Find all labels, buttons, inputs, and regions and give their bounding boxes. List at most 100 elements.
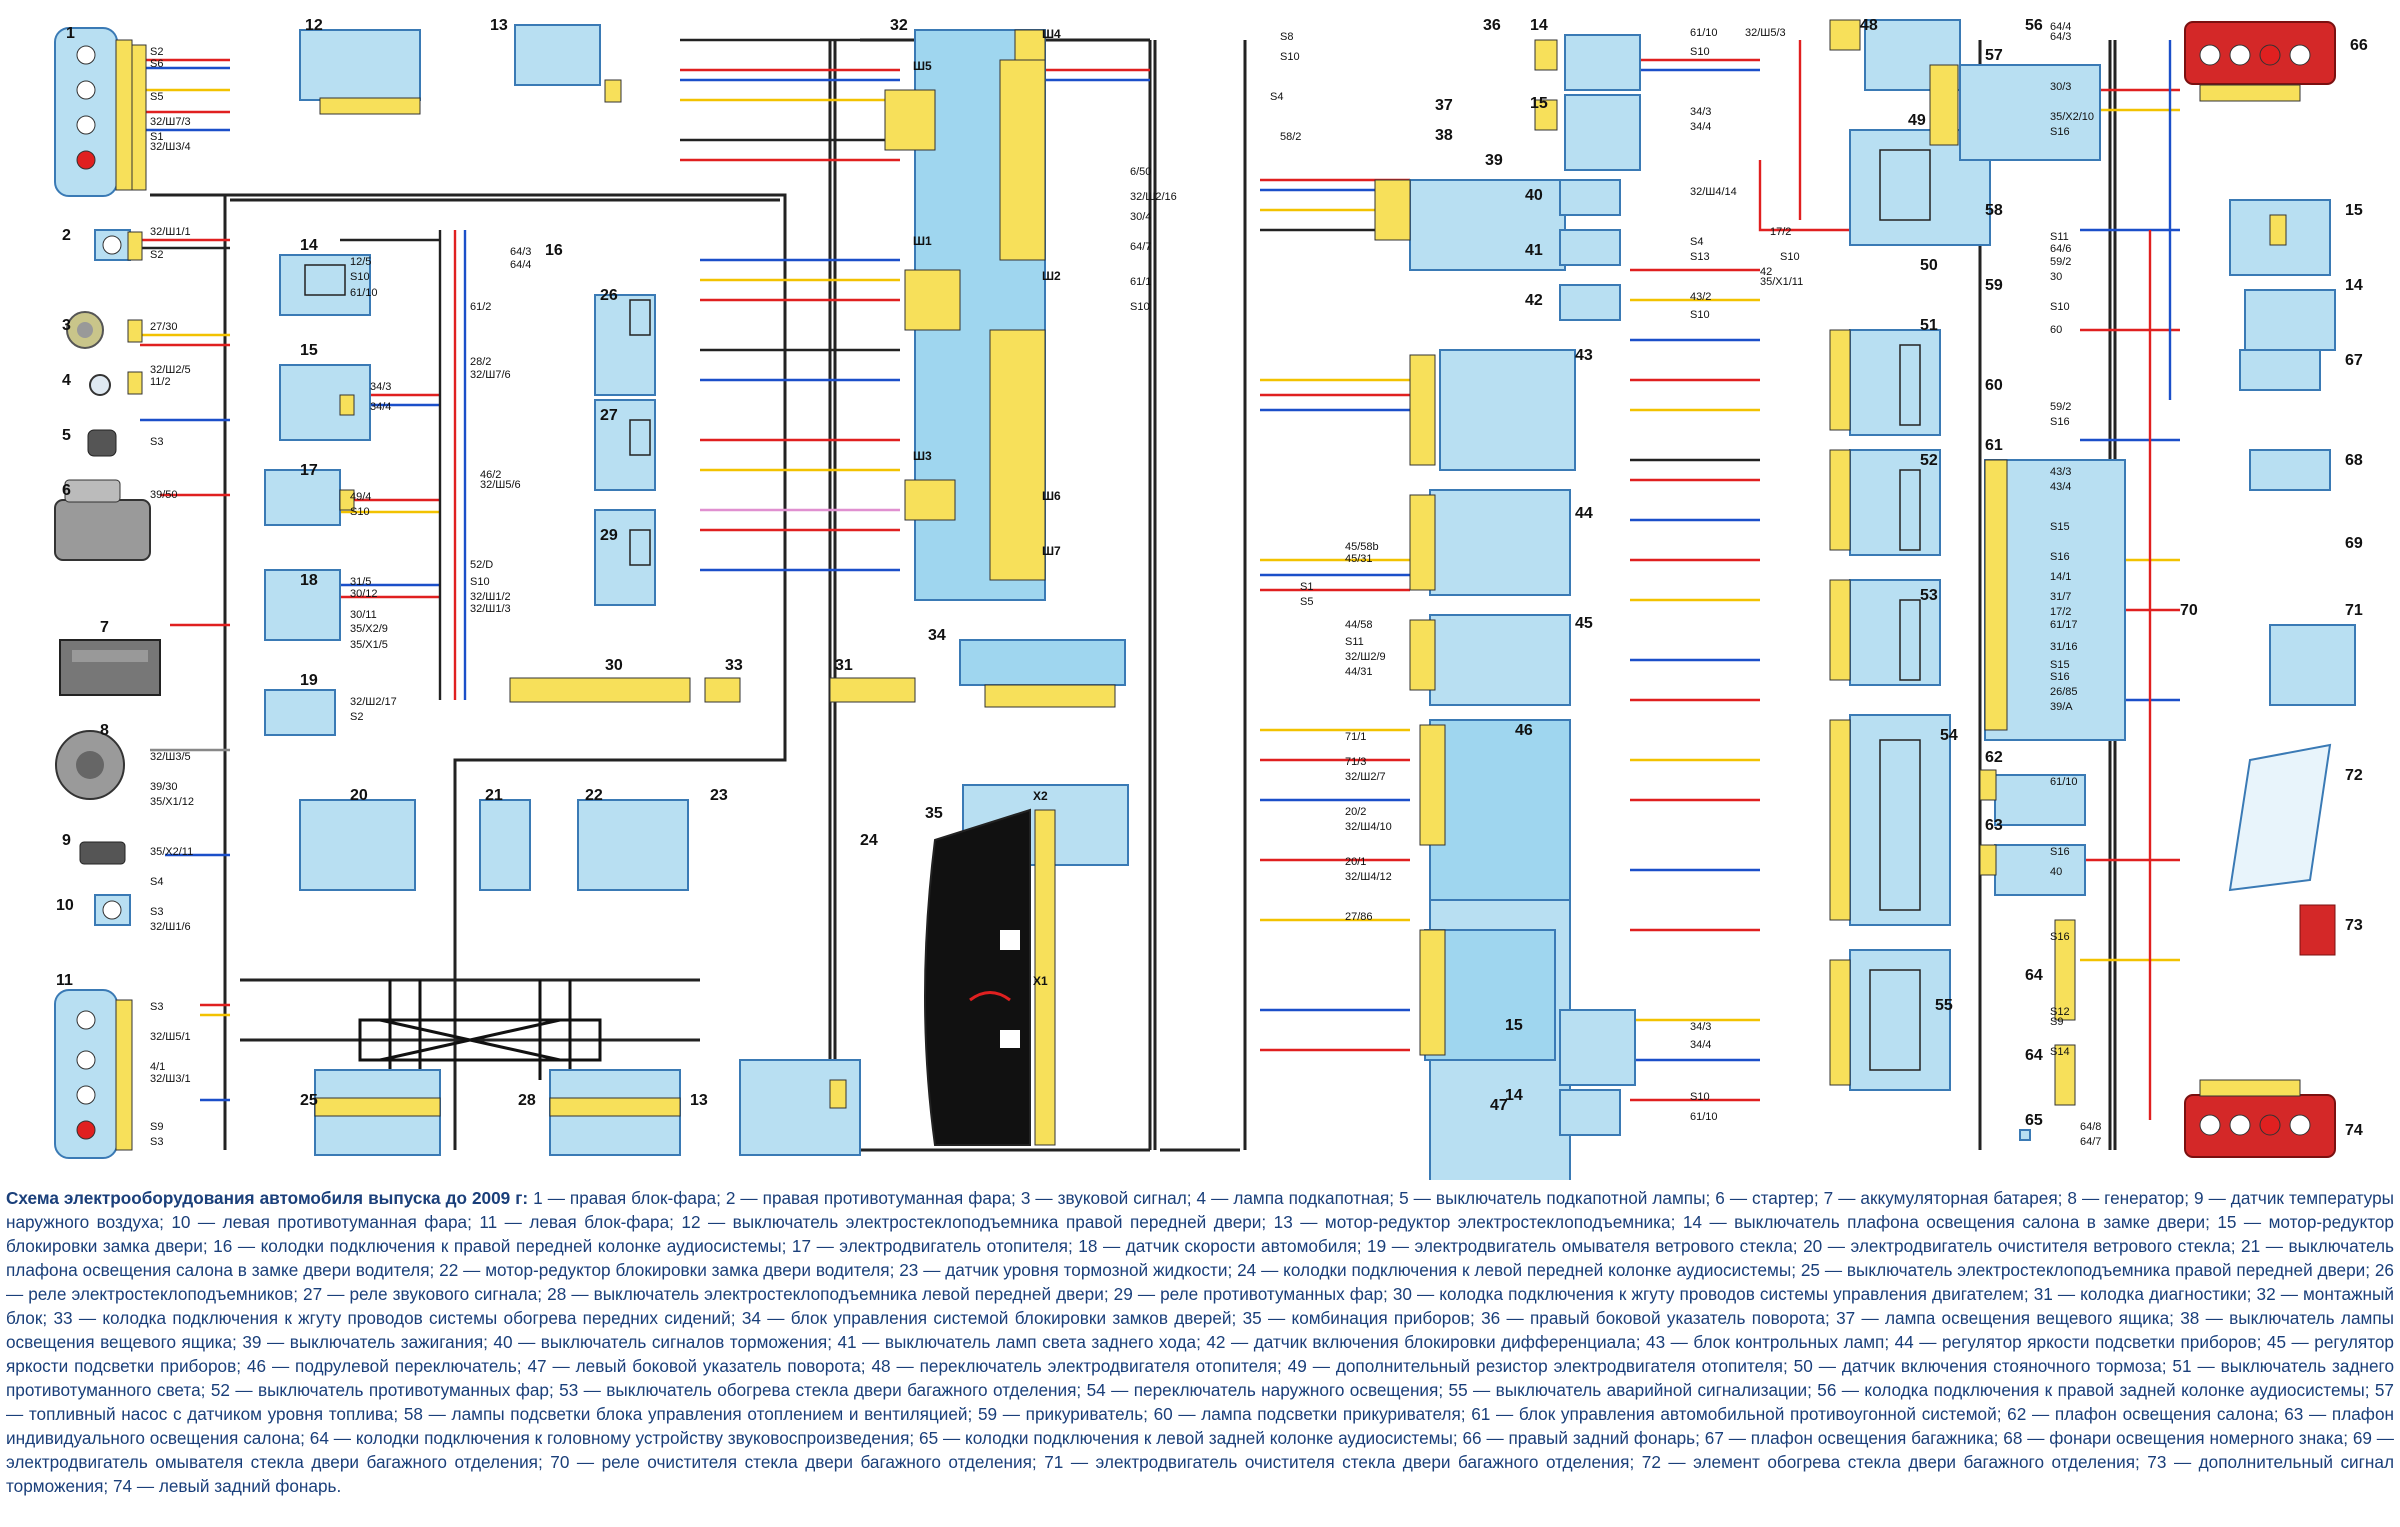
svg-text:X1: X1 xyxy=(1033,974,1048,988)
svg-text:45/31: 45/31 xyxy=(1345,553,1373,565)
svg-text:30: 30 xyxy=(2050,271,2062,283)
svg-text:49/4: 49/4 xyxy=(350,491,371,503)
svg-text:71/3: 71/3 xyxy=(1345,756,1366,768)
svg-text:67: 67 xyxy=(2345,352,2363,369)
svg-text:S15: S15 xyxy=(2050,521,2070,533)
svg-text:35/Х1/5: 35/Х1/5 xyxy=(350,639,388,651)
caption-text: 1 — правая блок-фара; 2 — правая противо… xyxy=(6,1188,2394,1496)
svg-text:S10: S10 xyxy=(1690,1091,1710,1103)
svg-text:20/2: 20/2 xyxy=(1345,806,1366,818)
svg-text:14/1: 14/1 xyxy=(2050,571,2071,583)
svg-text:S4: S4 xyxy=(1690,236,1703,248)
svg-text:S4: S4 xyxy=(1270,91,1283,103)
svg-text:X2: X2 xyxy=(1033,789,1048,803)
svg-text:14: 14 xyxy=(300,237,318,254)
svg-text:50: 50 xyxy=(1920,257,1938,274)
svg-text:S11: S11 xyxy=(2050,231,2069,243)
svg-text:25: 25 xyxy=(300,1092,318,1109)
svg-text:39/A: 39/A xyxy=(2050,701,2073,713)
svg-text:S16: S16 xyxy=(2050,846,2070,858)
svg-text:64/8: 64/8 xyxy=(2080,1121,2101,1133)
svg-text:74: 74 xyxy=(2345,1122,2363,1139)
svg-text:35/Х2/10: 35/Х2/10 xyxy=(2050,111,2094,123)
svg-text:14: 14 xyxy=(1530,17,1548,34)
svg-text:33: 33 xyxy=(725,657,743,674)
svg-text:20/1: 20/1 xyxy=(1345,856,1366,868)
svg-text:S16: S16 xyxy=(2050,416,2070,428)
svg-text:58: 58 xyxy=(1985,202,2003,219)
svg-text:3: 3 xyxy=(62,317,71,334)
svg-text:62: 62 xyxy=(1985,749,2003,766)
component-7-battery xyxy=(59,639,161,696)
svg-text:69: 69 xyxy=(2345,535,2363,552)
component-3-horn xyxy=(66,311,104,349)
svg-text:14: 14 xyxy=(1505,1087,1523,1104)
svg-text:S3: S3 xyxy=(150,906,163,918)
component-72-rear-heater xyxy=(2228,743,2332,892)
svg-text:S3: S3 xyxy=(150,1001,163,1013)
svg-text:S13: S13 xyxy=(1690,251,1710,263)
svg-text:31: 31 xyxy=(835,657,853,674)
svg-text:34/4: 34/4 xyxy=(1690,121,1711,133)
svg-text:Ш2: Ш2 xyxy=(1042,269,1061,283)
svg-text:Ш1: Ш1 xyxy=(913,234,932,248)
svg-text:61/2: 61/2 xyxy=(470,301,491,313)
svg-text:S10: S10 xyxy=(1130,301,1150,313)
svg-text:16: 16 xyxy=(545,242,563,259)
svg-text:63: 63 xyxy=(1985,817,2003,834)
svg-text:32/Ш3/4: 32/Ш3/4 xyxy=(150,141,191,153)
svg-text:Ш5: Ш5 xyxy=(913,59,932,73)
svg-text:15: 15 xyxy=(1530,95,1548,112)
svg-text:34/4: 34/4 xyxy=(1690,1039,1711,1051)
svg-text:7: 7 xyxy=(100,619,109,636)
svg-text:35/Х1/11: 35/Х1/11 xyxy=(1760,276,1803,288)
svg-text:11/2: 11/2 xyxy=(150,376,171,388)
svg-text:S16: S16 xyxy=(2050,931,2070,943)
svg-text:39/50: 39/50 xyxy=(150,489,178,501)
svg-text:Ш7: Ш7 xyxy=(1042,544,1061,558)
svg-text:59/2: 59/2 xyxy=(2050,256,2071,268)
svg-text:8: 8 xyxy=(100,722,109,739)
main-harness xyxy=(150,38,2117,1152)
svg-text:43: 43 xyxy=(1575,347,1593,364)
component-74-left-taillight xyxy=(2184,1094,2336,1158)
svg-text:S2: S2 xyxy=(150,249,163,261)
svg-text:71: 71 xyxy=(2345,602,2363,619)
svg-text:44: 44 xyxy=(1575,505,1593,522)
svg-text:60: 60 xyxy=(1985,377,2003,394)
svg-text:Ш3: Ш3 xyxy=(913,449,932,463)
svg-text:15: 15 xyxy=(1505,1017,1523,1034)
svg-text:S16: S16 xyxy=(2050,126,2070,138)
svg-text:34/3: 34/3 xyxy=(370,381,391,393)
svg-text:S3: S3 xyxy=(150,1136,163,1148)
component-46-steering-switch xyxy=(1419,719,1571,1061)
svg-text:32/Ш2/7: 32/Ш2/7 xyxy=(1345,771,1386,783)
svg-text:S3: S3 xyxy=(150,436,163,448)
component-35-instrument-cluster xyxy=(924,808,1056,1146)
svg-text:31/5: 31/5 xyxy=(350,576,371,588)
svg-text:59: 59 xyxy=(1985,277,2003,294)
svg-text:30/12: 30/12 xyxy=(350,588,378,600)
connector-blocks xyxy=(509,639,1126,708)
component-6-starter xyxy=(54,479,151,561)
svg-text:38: 38 xyxy=(1435,127,1453,144)
svg-text:27/86: 27/86 xyxy=(1345,911,1373,923)
svg-text:26/85: 26/85 xyxy=(2050,686,2078,698)
svg-text:57: 57 xyxy=(1985,47,2003,64)
svg-text:5: 5 xyxy=(62,427,71,444)
svg-text:9: 9 xyxy=(62,832,71,849)
svg-text:61/10: 61/10 xyxy=(1690,1111,1718,1123)
component-32-mounting-block xyxy=(884,29,1046,601)
figure-caption: Схема электрооборудования автомобиля вып… xyxy=(6,1186,2394,1522)
svg-text:56: 56 xyxy=(2025,17,2043,34)
svg-text:46: 46 xyxy=(1515,722,1533,739)
svg-text:35/Х2/9: 35/Х2/9 xyxy=(350,623,388,635)
svg-text:S2: S2 xyxy=(150,46,163,58)
component-2-right-fog-lamp xyxy=(94,229,131,261)
svg-text:41: 41 xyxy=(1525,242,1543,259)
svg-text:22: 22 xyxy=(585,787,603,804)
svg-text:39: 39 xyxy=(1485,152,1503,169)
